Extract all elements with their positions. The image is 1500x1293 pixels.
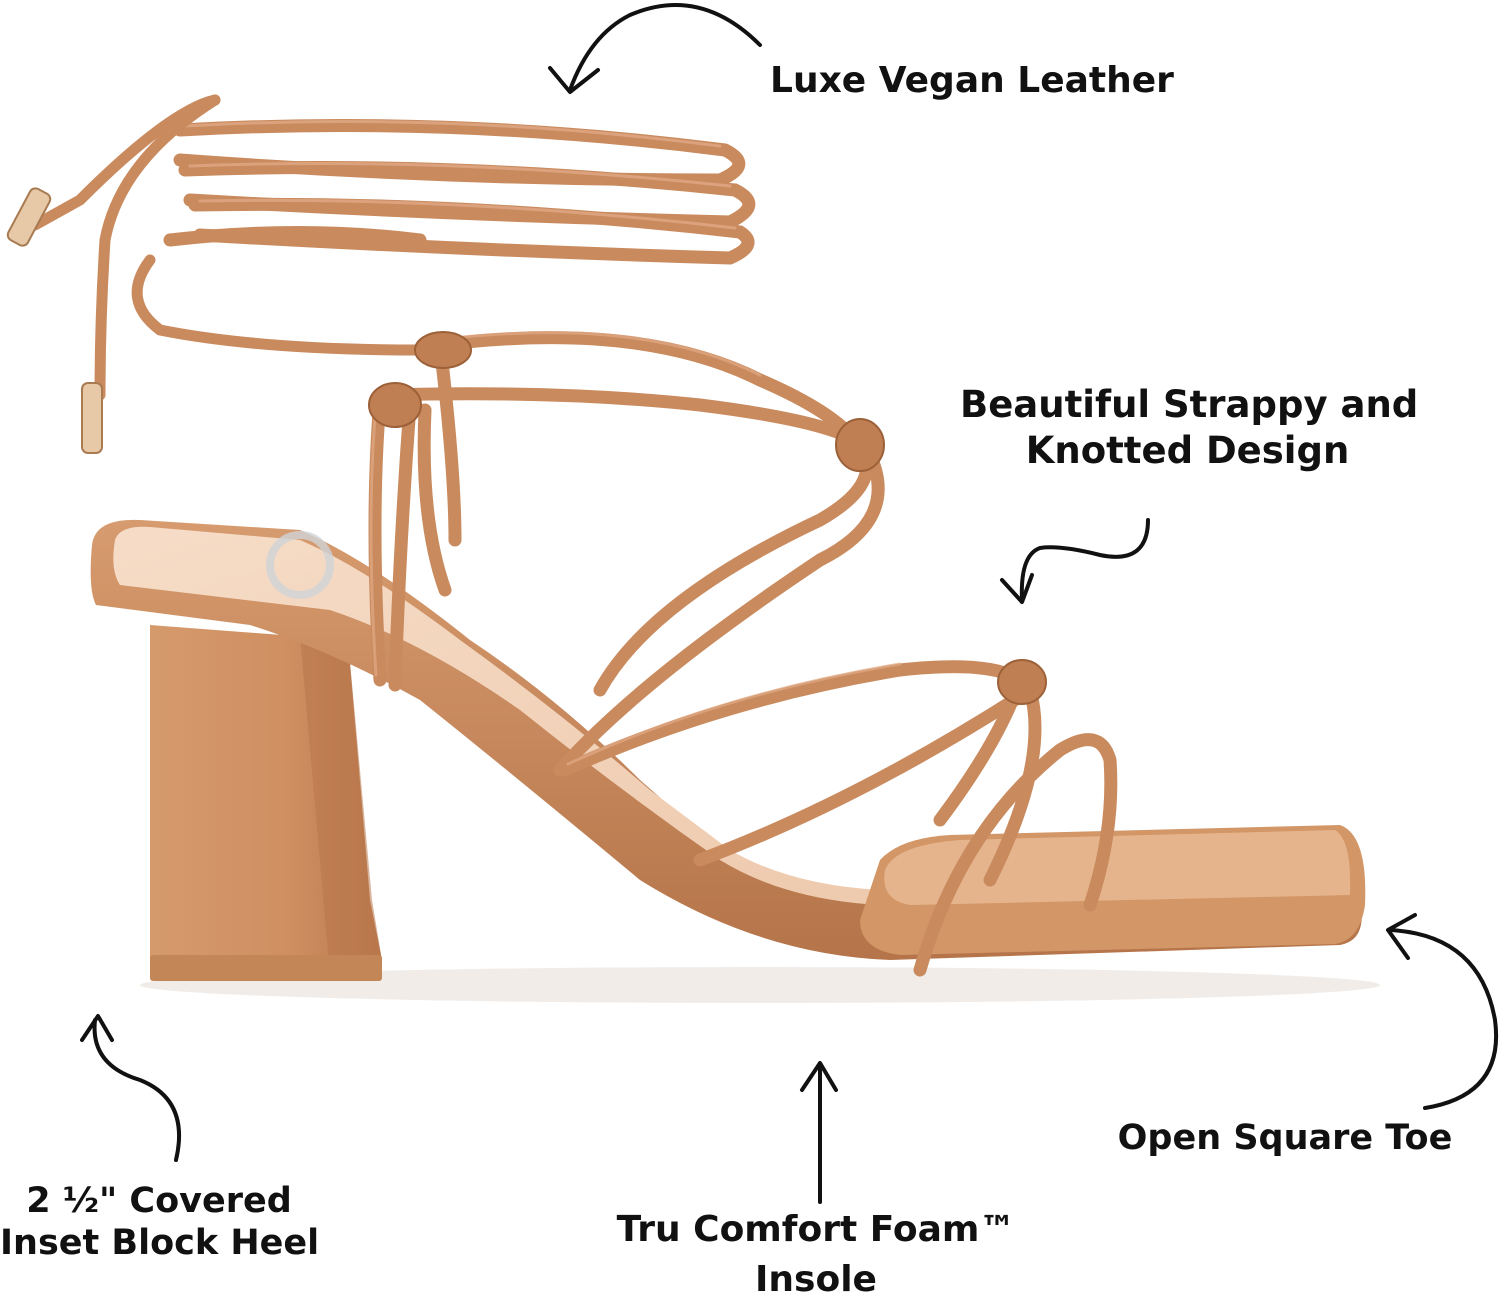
callout-vegan-leather-text: Luxe Vegan Leather <box>770 60 1174 101</box>
arrow-leather-icon <box>548 3 762 94</box>
insole <box>113 526 1350 905</box>
heel-side <box>300 636 382 975</box>
callout-strappy-line1: Beautiful Strappy and <box>960 383 1419 426</box>
ground-shadow <box>140 967 1380 1003</box>
strap-highlights <box>369 331 902 766</box>
arrow-toe-icon <box>1386 913 1499 1110</box>
callout-block-heel: 2 ½" Covered Inset Block Heel <box>0 1180 320 1264</box>
callout-foam-line1: Tru Comfort Foam™ <box>616 1209 1016 1250</box>
callout-foam-line2: Insole <box>755 1258 877 1293</box>
callout-comfort-foam: Tru Comfort Foam™ Insole <box>600 1205 1032 1293</box>
callout-strappy-line2: Knotted Design <box>1025 429 1350 473</box>
callout-heel-line1: 2 ½" Covered <box>26 1181 292 1221</box>
ankle-wrap-highlights <box>183 120 737 230</box>
aglets <box>6 187 103 454</box>
arrow-heel-icon <box>80 1014 181 1162</box>
arrow-strappy-icon <box>1000 518 1150 604</box>
heel-cap <box>150 955 382 981</box>
callout-strappy-design: Beautiful Strappy and Knotted Design <box>960 382 1419 475</box>
callout-open-square-toe-text: Open Square Toe <box>1117 1118 1453 1158</box>
callout-heel-line2: Inset Block Heel <box>0 1223 320 1263</box>
tie-strings <box>29 94 426 401</box>
callout-vegan-leather: Luxe Vegan Leather <box>770 58 1174 103</box>
body-straps <box>368 331 1118 977</box>
insole-logo-mark <box>266 531 334 599</box>
knots <box>368 331 1047 705</box>
arrow-foam-icon <box>800 1061 838 1204</box>
ankle-wraps <box>163 119 756 265</box>
callout-open-square-toe: Open Square Toe <box>1100 1117 1470 1161</box>
